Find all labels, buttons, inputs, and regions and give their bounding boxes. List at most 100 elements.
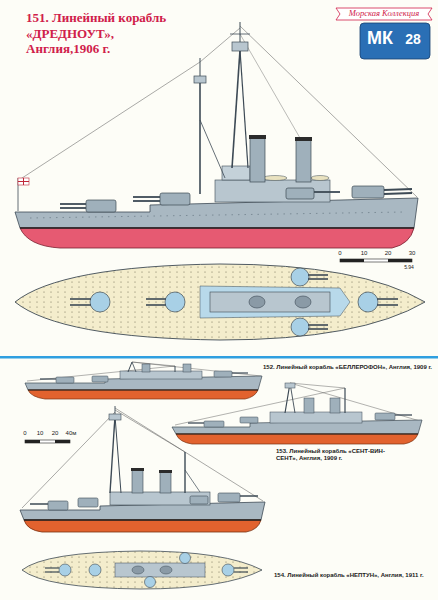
dreadnought-side-view-part [314,191,340,193]
st-vincent-side-view-part [176,433,418,434]
dreadnought-side-view-part [240,50,248,168]
bellerophon-side-view-part [28,390,258,399]
neptune-plan-view-part [234,567,248,568]
st-vincent-side-view-part [188,422,204,423]
dreadnought-side-view-part [250,138,265,182]
bellerophon-side-view-part [92,376,108,382]
neptune-side-view-part [24,520,261,532]
neptune-plan-view-part [89,564,101,576]
st-vincent-side-view-part [330,398,340,413]
plate-title: 151. Линейный корабль «ДРЕДНОУТ», Англия… [26,10,184,57]
dreadnought-side-view-part [222,166,250,180]
dreadnought-plan-view-part [308,328,328,330]
logo-part [336,8,432,20]
dreadnought-side-view-part [240,26,417,197]
dreadnought-side-view-part [200,120,225,178]
neptune-side-view-part [184,452,185,493]
dreadnought-plan-view-part [377,298,398,300]
st-vincent-side-view-part [204,421,224,427]
dreadnought-side-view-part [133,196,160,198]
st-vincent-side-view-part [395,414,412,415]
dreadnought-side-view-part [20,227,414,229]
neptune-plan-view-part [132,566,144,574]
st-vincent-side-view-part [176,434,418,444]
ship-caption: 153. Линейный корабль «СЕНТ-ВИН-СЕНТ», А… [276,448,394,462]
scale-bar [340,259,412,262]
bellerophon-side-view-part [142,364,150,372]
st-vincent-side-view-part [344,388,345,413]
scale-number: 10 [32,430,48,437]
date-note: 5.94 [398,264,420,270]
scale-bar-part [388,259,412,262]
dreadnought-plan-view-part [291,268,309,286]
neptune-plan-view-part [59,564,71,576]
scale-number: 0 [332,250,348,257]
bellerophon-side-view [25,362,262,399]
dreadnought-plan-view-part [146,304,166,306]
neptune-plan-view-part [234,571,248,572]
dreadnought-side-view-part [240,22,241,42]
st-vincent-side-view-part [304,398,314,413]
st-vincent-side-view-part [290,383,345,388]
scale-number: 20 [380,250,396,257]
dreadnought-side-view-part [160,193,190,205]
dreadnought-side-view-part [60,203,86,205]
scale-number: 20 [47,430,63,437]
bellerophon-side-view-part [40,378,56,379]
dreadnought-side-view-part [311,176,329,181]
dreadnought-side-view-part [384,193,412,194]
dreadnought-side-view-part [249,135,266,139]
dreadnought-side-view-part [30,212,405,218]
dreadnought-side-view-part [19,62,200,180]
st-vincent-side-view-part [240,417,258,423]
neptune-side-view-part [109,414,121,420]
dreadnought-side-view-part [86,200,116,212]
bellerophon-side-view-part [56,377,74,383]
dreadnought-side-view-part [133,200,160,202]
scale-bar-part [340,259,412,262]
dreadnought-side-view-part [199,82,201,194]
neptune-side-view-part [115,406,116,414]
neptune-plan-view-part [160,566,172,574]
dreadnought-plan-view-part [15,264,425,340]
neptune-side-view-part [22,412,115,508]
dreadnought-plan-view-part [308,274,328,276]
neptune-side-view-part [131,468,144,471]
neptune-side-view-part [115,410,185,452]
dreadnought-side-view-part [295,137,312,141]
dreadnought-side-view-part [194,76,206,83]
dreadnought-side-view-part [384,189,412,190]
neptune-plan-view-part [45,571,59,572]
dreadnought-plan-view-part [200,286,350,318]
logo-letters: МК [362,28,398,50]
bellerophon-side-view-part [132,362,136,372]
dreadnought-side-view-part [18,178,29,185]
st-vincent-side-view-part [270,412,362,423]
neptune-side-view-part [110,492,210,505]
dreadnought-plan-view-part [308,278,328,280]
dreadnought-side-view-part [20,228,414,248]
dreadnought-plan-view-part [249,296,265,308]
neptune-plan-view-part [45,567,59,568]
scale-number: 10 [356,250,372,257]
dreadnought-plan-view-part [295,296,311,308]
neptune-plan-view-part [222,564,234,576]
neptune-side-view-part [30,503,48,505]
dreadnought-plan-view-part [70,298,91,300]
scale-bar [25,440,70,443]
dreadnought-side-view-part [18,181,29,182]
dreadnought-side-view-part [286,188,314,199]
dreadnought-plan-view [15,264,425,340]
neptune-side-view-part [24,519,261,520]
neptune-plan-view [22,551,262,589]
dreadnought-side-view-part [232,42,248,51]
dreadnought-plan-view-part [358,292,378,312]
dreadnought-plan-view-part [291,318,309,336]
neptune-plan-view-part [22,551,262,589]
issue-number: 28 [398,31,428,48]
dreadnought-side-view-part [230,34,250,35]
dreadnought-plan-view-part [165,292,185,312]
bellerophon-side-view-part [175,366,176,372]
neptune-side-view-part [115,416,121,493]
dreadnought-plan-view-part [70,304,91,306]
